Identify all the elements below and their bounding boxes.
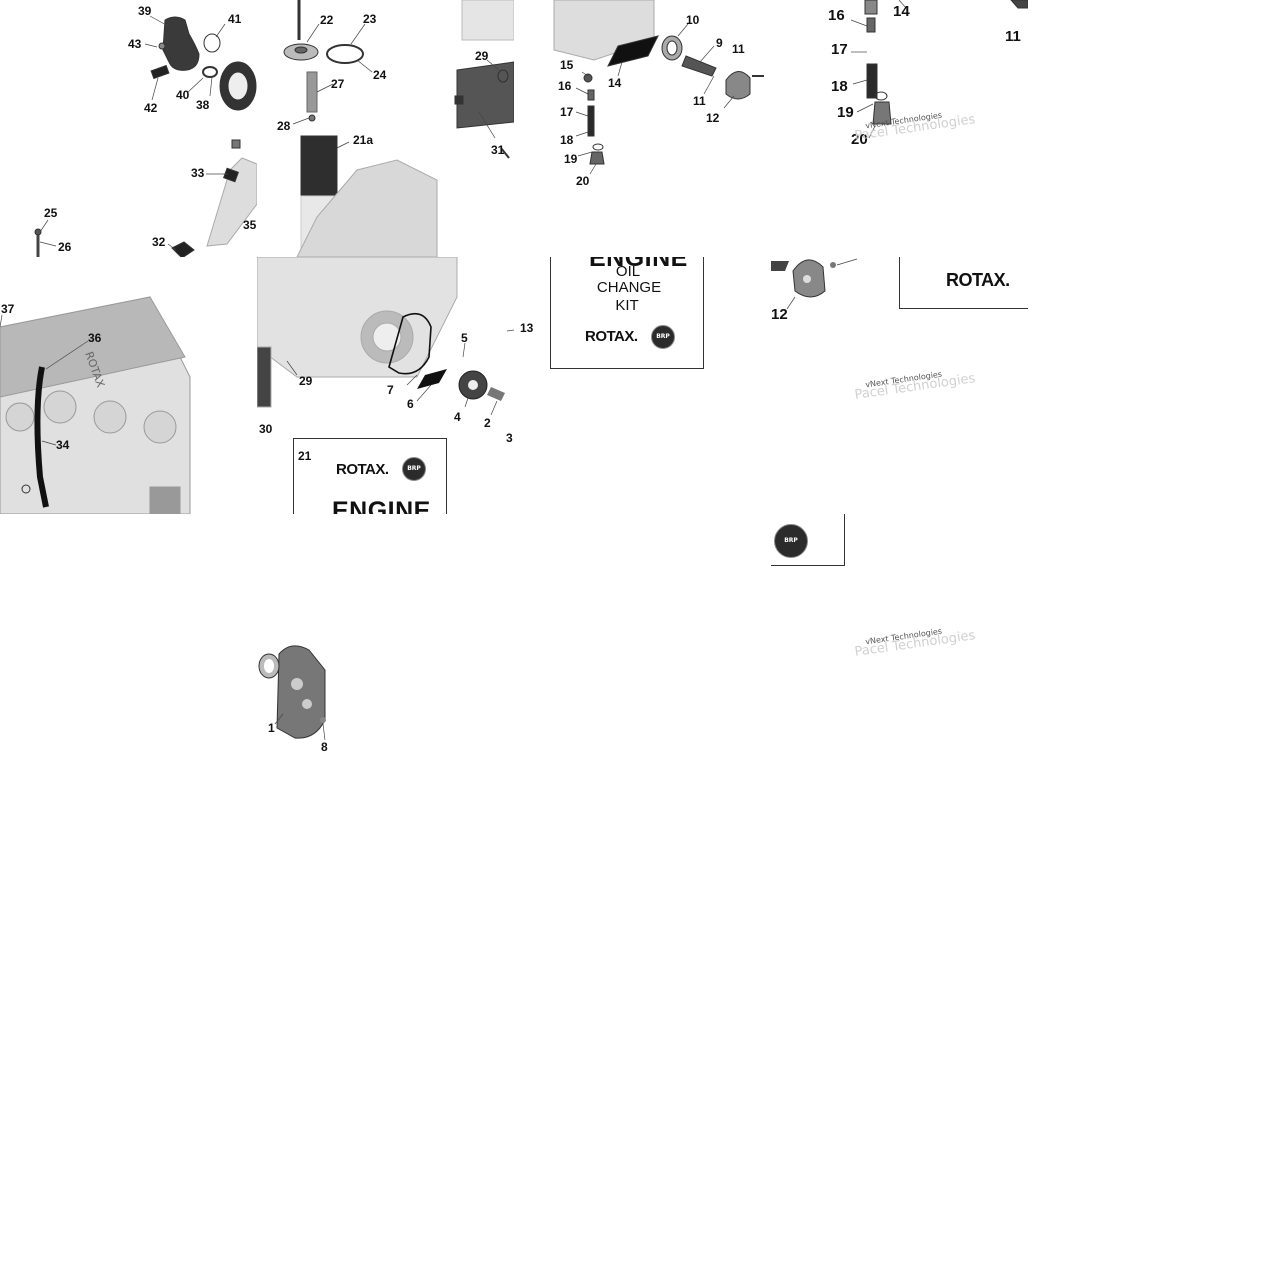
callout-16: 16 <box>828 7 845 24</box>
callout-26: 26 <box>58 240 72 254</box>
callout-42: 42 <box>144 101 158 115</box>
oil-change-kit-label: ROTAX. <box>899 257 1028 309</box>
callout-35: 35 <box>243 218 257 232</box>
callout-13: 13 <box>520 321 534 335</box>
diagram-tile-top-right: 16 14 17 18 19 20 11 Pacel Technologies … <box>771 0 1028 257</box>
callout-6: 6 <box>407 397 414 411</box>
parts-drawing <box>34 15 257 257</box>
callout-8: 8 <box>321 740 328 754</box>
callout-2: 2 <box>484 416 491 430</box>
callout-19: 19 <box>564 152 578 166</box>
parts-drawing <box>771 258 858 310</box>
diagram-tile-top-center-right: 10 9 11 14 11 12 15 16 17 18 19 20 <box>514 0 771 257</box>
callout-43: 43 <box>128 37 142 51</box>
callout-4: 4 <box>454 410 461 424</box>
kit-line-kit: KIT <box>615 297 639 314</box>
parts-drawing <box>283 0 514 257</box>
diagram-tile-bottom-center-left: 1 8 <box>257 514 514 771</box>
parts-drawing <box>0 296 191 514</box>
callout-27: 27 <box>331 77 345 91</box>
parts-drawing <box>258 645 326 741</box>
callout-10: 10 <box>686 13 700 27</box>
callout-11b: 11 <box>693 94 706 108</box>
diagram-tile-top-left: 39 41 43 40 38 42 33 35 25 26 32 <box>0 0 257 257</box>
callout-11: 11 <box>1005 28 1021 45</box>
callout-3: 3 <box>506 431 513 445</box>
callout-29: 29 <box>475 49 489 63</box>
callout-38: 38 <box>196 98 210 112</box>
rotax-logo: ROTAX. <box>336 461 389 478</box>
kit-line-change: CHANGE <box>596 279 662 296</box>
brp-badge: BRP <box>774 524 808 558</box>
callout-5: 5 <box>461 331 468 345</box>
oil-change-kit-label: ENGINE OIL CHANGE KIT ROTAX. BRP <box>550 257 704 369</box>
diagram-tile-middle-left: ROTAX 37 36 34 <box>0 257 257 514</box>
callout-34: 34 <box>56 438 70 452</box>
kit-title: ENGINE <box>332 497 431 514</box>
callout-14: 14 <box>608 76 622 90</box>
callout-39: 39 <box>138 4 152 18</box>
kit-line-oil: OIL <box>615 263 641 280</box>
callout-21: 21 <box>298 449 312 463</box>
callout-15: 15 <box>560 58 574 72</box>
diagram-tile-middle-center-left: 5 7 6 4 2 3 29 30 21 ROTAX. BRP ENGINE <box>257 257 514 514</box>
diagram-tile-bottom-right: BRP Pacel Technologies vNext Technologie… <box>771 514 1028 771</box>
callout-11: 11 <box>732 42 745 56</box>
callout-22: 22 <box>320 13 334 27</box>
diagram-tile-middle-center-right: 13 ENGINE OIL CHANGE KIT ROTAX. BRP <box>514 257 771 514</box>
callout-32: 32 <box>152 235 166 249</box>
callout-18: 18 <box>560 133 574 147</box>
parts-drawing <box>850 0 1028 139</box>
callout-12: 12 <box>771 306 788 323</box>
callout-18: 18 <box>831 78 848 95</box>
callout-20: 20 <box>576 174 590 188</box>
watermark: Pacel Technologies vNext Technologies <box>853 626 977 660</box>
callout-28: 28 <box>277 119 291 133</box>
callout-9: 9 <box>716 36 723 50</box>
callout-40: 40 <box>176 88 190 102</box>
diagram-tile-middle-right: 12 ROTAX. Pacel Technologies vNext Techn… <box>771 257 1028 514</box>
callout-21a: 21a <box>353 133 374 147</box>
callout-12: 12 <box>706 111 720 125</box>
callout-20: 20 <box>851 131 868 148</box>
callout-17: 17 <box>560 105 574 119</box>
oil-change-kit-label: 21 ROTAX. BRP ENGINE <box>293 438 447 514</box>
callout-17: 17 <box>831 41 848 58</box>
callout-36: 36 <box>88 331 102 345</box>
diagram-tile-top-center-left: 22 23 24 27 28 21a 29 31 <box>257 0 514 257</box>
brp-badge: BRP <box>402 457 426 481</box>
callout-1: 1 <box>268 721 275 735</box>
callout-33: 33 <box>191 166 205 180</box>
callout-24: 24 <box>373 68 387 82</box>
callout-19: 19 <box>837 104 854 121</box>
callout-37: 37 <box>1 302 15 316</box>
rotax-logo: ROTAX. <box>946 270 1010 290</box>
callout-41: 41 <box>228 12 242 26</box>
callout-29: 29 <box>299 374 313 388</box>
callout-31: 31 <box>491 143 505 157</box>
kit-title: ENGINE <box>589 257 688 272</box>
parts-drawing <box>257 257 514 416</box>
callout-30: 30 <box>259 422 273 436</box>
callout-23: 23 <box>363 12 377 26</box>
callout-7: 7 <box>387 383 394 397</box>
callout-14: 14 <box>893 3 910 20</box>
callout-25: 25 <box>44 206 58 220</box>
rotax-logo: ROTAX. <box>585 328 638 345</box>
oil-change-kit-label: BRP <box>771 514 845 566</box>
callout-16: 16 <box>558 79 572 93</box>
parts-drawing <box>553 0 764 175</box>
brp-badge: BRP <box>651 325 675 349</box>
